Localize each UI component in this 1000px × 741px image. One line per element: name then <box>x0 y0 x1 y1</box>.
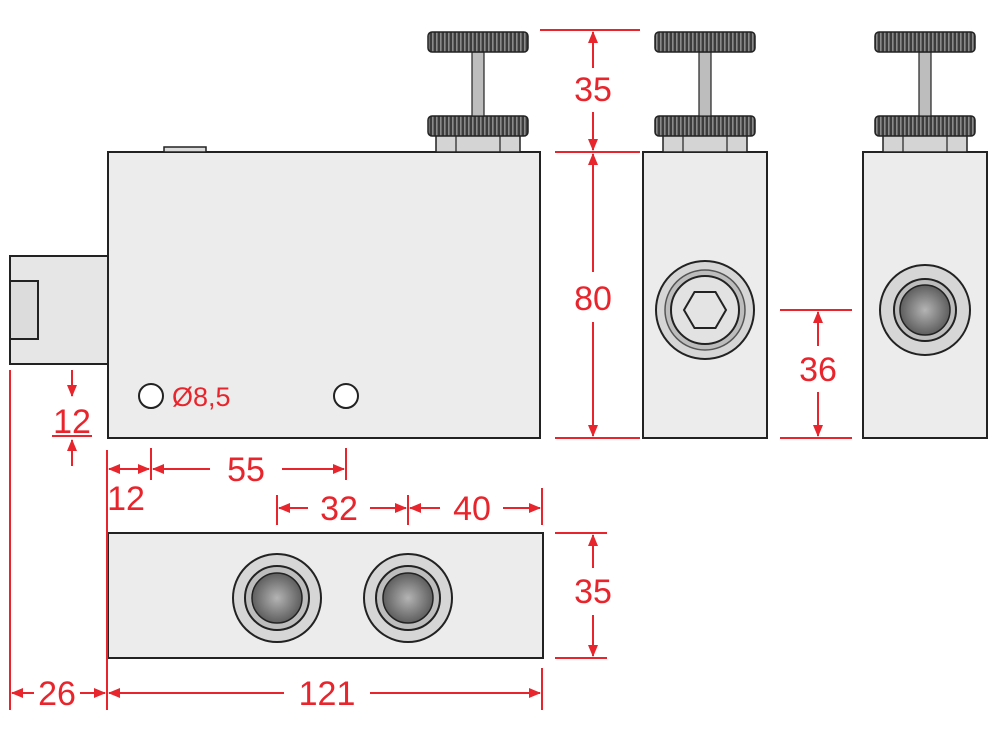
dim-knob-height: 35 <box>574 71 612 109</box>
side-fitting-flat <box>9 280 39 340</box>
plain-port-plug <box>899 284 951 336</box>
dim-bottom-height: 35 <box>574 573 612 611</box>
dim-body-length: 121 <box>299 675 356 713</box>
bottom-view <box>107 532 544 659</box>
knob-assembly-front <box>427 31 529 153</box>
dim-port-pitch: 32 <box>320 490 358 528</box>
top-plug <box>163 146 207 153</box>
dim-overhang: 26 <box>38 675 76 713</box>
bottom-port-right-plug <box>382 572 434 624</box>
knob-assembly-end-a <box>654 31 756 153</box>
hex-socket <box>682 291 728 329</box>
dim-hole-diameter: Ø8,5 <box>172 382 231 412</box>
front-body <box>107 151 541 439</box>
mounting-hole-right <box>333 383 359 409</box>
end-view-a <box>642 31 768 439</box>
dim-edge-offset: 12 <box>107 480 145 518</box>
bottom-port-left-plug <box>251 572 303 624</box>
end-view-b <box>862 31 988 439</box>
dim-hole-offset: 12 <box>53 403 91 441</box>
dim-port-height: 36 <box>799 351 837 389</box>
knob-assembly-end-b <box>874 31 976 153</box>
front-view <box>9 31 541 439</box>
dimension-lines <box>9 29 852 710</box>
dim-hole-pitch: 55 <box>227 451 265 489</box>
dim-port-edge: 40 <box>453 490 491 528</box>
bottom-body <box>107 532 544 659</box>
mounting-hole-left <box>138 383 164 409</box>
dimension-labels: 35 80 36 12 Ø8,5 55 12 32 40 35 26 121 <box>38 71 837 713</box>
dim-body-height: 80 <box>574 280 612 318</box>
